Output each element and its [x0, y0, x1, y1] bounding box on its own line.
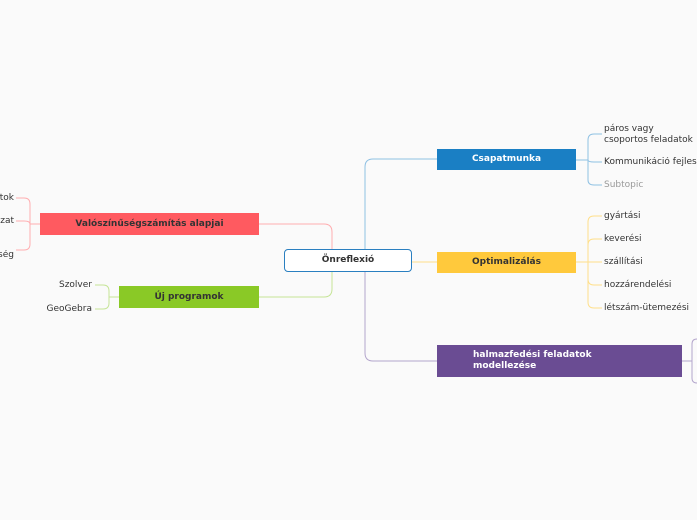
topic-uj-programok[interactable]: Új programok: [119, 286, 259, 308]
topic-optimalizalas-label: Optimalizálás: [472, 257, 541, 267]
topic-halmazfedesi-label: halmazfedési feladatok modellezése: [473, 350, 592, 371]
leaf-gyartasi[interactable]: gyártási: [604, 211, 641, 221]
topic-csapatmunka[interactable]: Csapatmunka: [437, 149, 576, 170]
topic-optimalizalas[interactable]: Optimalizálás: [437, 252, 576, 273]
leaf-valoszinuseg-3[interactable]: ség: [0, 250, 14, 260]
topic-valoszinuseg-label: Valószínűségszámítás alapjai: [75, 218, 224, 229]
leaf-letszam-utemezesi[interactable]: létszám-ütemezési: [604, 303, 690, 313]
leaf-valoszinuseg-2[interactable]: zat: [0, 216, 14, 226]
leaf-hozzarendelesi[interactable]: hozzárendelési: [604, 280, 672, 290]
central-topic-label: Önreflexió: [321, 255, 375, 265]
leaf-paros-csoportos[interactable]: páros vagy csoportos feladatok: [604, 124, 693, 145]
leaf-valoszinuseg-1[interactable]: tok: [0, 193, 14, 203]
leaf-subtopic[interactable]: Subtopic: [604, 180, 644, 190]
leaf-szolver[interactable]: Szolver: [58, 280, 92, 290]
central-topic[interactable]: Önreflexió: [284, 249, 412, 272]
topic-halmazfedesi[interactable]: halmazfedési feladatok modellezése: [437, 345, 682, 377]
topic-valoszinuseg[interactable]: Valószínűségszámítás alapjai: [40, 213, 259, 235]
leaf-szallitasi[interactable]: szállítási: [604, 257, 643, 267]
topic-uj-programok-label: Új programok: [154, 291, 224, 302]
topic-csapatmunka-label: Csapatmunka: [471, 154, 542, 164]
leaf-geogebra[interactable]: GeoGebra: [46, 304, 92, 314]
leaf-keveresi[interactable]: keverési: [604, 234, 642, 244]
leaf-kommunikacio[interactable]: Kommunikáció fejlesztése: [604, 157, 697, 167]
